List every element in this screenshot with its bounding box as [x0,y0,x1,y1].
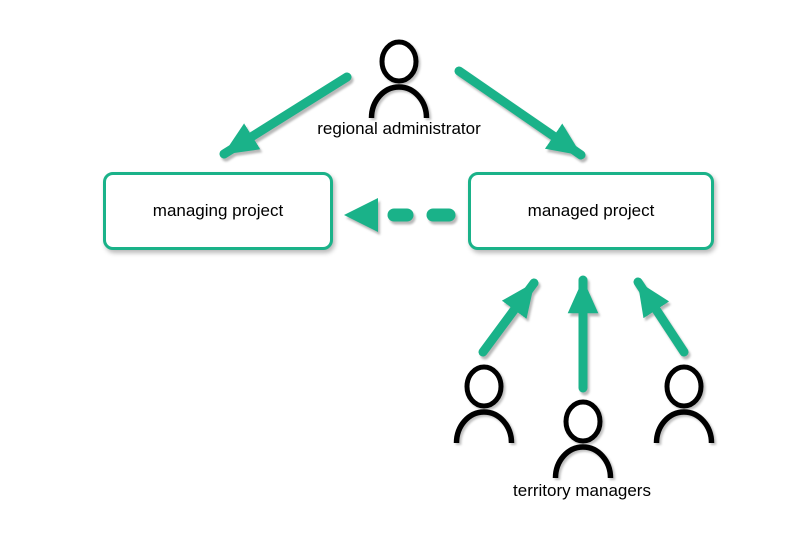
arrow-tm1-to-managed-project [478,278,539,357]
territory-manager-icon-2 [552,400,614,478]
managing-project-box: managing project [103,172,333,250]
arrow-admin-to-managed-project [454,66,586,160]
managing-project-label: managing project [152,201,284,220]
person-icon [368,40,430,118]
territory-managers-label: territory managers [513,481,651,500]
person-icon [552,400,614,478]
person-icon [453,365,515,443]
person-icon [653,365,715,443]
dashed-arrow-managed-to-managing-project [344,198,456,232]
regional-administrator-label: regional administrator [317,119,481,138]
arrow-admin-to-managing-project [219,72,352,159]
managed-project-box: managed project [468,172,714,250]
territory-manager-icon-1 [453,365,515,443]
regional-administrator-icon [368,40,430,118]
arrow-tm3-to-managed-project [633,277,689,357]
managed-project-label: managed project [527,201,655,220]
territory-manager-icon-3 [653,365,715,443]
